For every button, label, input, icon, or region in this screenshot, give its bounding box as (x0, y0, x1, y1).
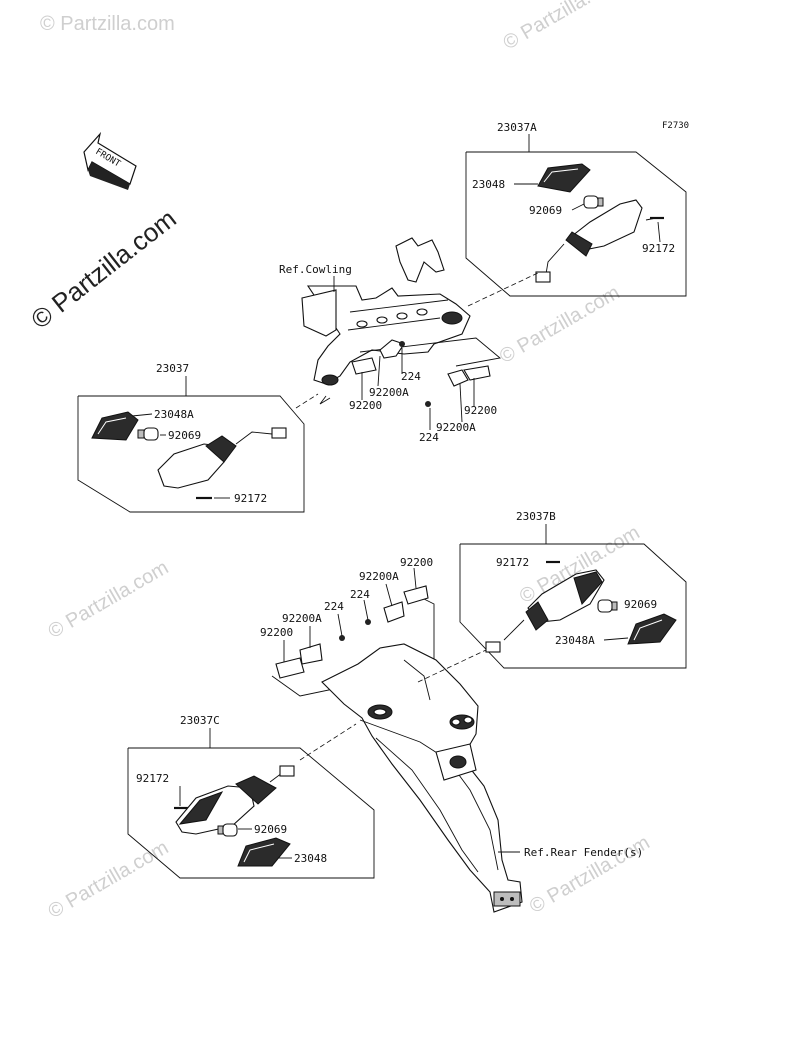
watermarks: © Partzilla.com © Partzilla.com © Partzi… (25, 0, 653, 923)
watermark: © Partzilla.com (500, 0, 628, 54)
part-label-92200: 92200 (260, 626, 293, 639)
rear-bracket-small-parts (271, 567, 435, 697)
bulb-icon (597, 599, 618, 613)
part-label-92069: 92069 (624, 598, 657, 611)
turn-signal-icon (175, 765, 295, 835)
part-label-92172: 92172 (642, 242, 675, 255)
part-label-23037A: 23037A (497, 121, 537, 134)
part-label-23048: 23048 (472, 178, 505, 191)
part-label-23048A: 23048A (154, 408, 194, 421)
lens-icon (537, 163, 591, 193)
part-label-23037: 23037 (156, 362, 189, 375)
watermark: © Partzilla.com (40, 13, 175, 35)
bulb-icon (583, 195, 604, 209)
watermark: © Partzilla.com (45, 557, 173, 643)
ref-cowling-label: Ref.Cowling (279, 263, 352, 276)
part-label-92200A: 92200A (282, 612, 322, 625)
part-label-92172: 92172 (136, 772, 169, 785)
bulb-icon (137, 427, 159, 441)
part-label-92200: 92200 (464, 404, 497, 417)
part-label-23048: 23048 (294, 852, 327, 865)
part-label-92069: 92069 (168, 429, 201, 442)
part-label-92172: 92172 (234, 492, 267, 505)
turn-signal-icon (535, 199, 643, 283)
part-label-23037C: 23037C (180, 714, 220, 727)
part-label-224: 224 (324, 600, 344, 613)
watermark: © Partzilla.com (526, 832, 654, 918)
brand-watermark: © Partzilla.com (25, 203, 182, 335)
front-bracket-small-parts (351, 337, 502, 430)
part-label-224: 224 (350, 588, 370, 601)
part-label-92172: 92172 (496, 556, 529, 569)
part-label-92200: 92200 (400, 556, 433, 569)
ref-rear-fender-label: Ref.Rear Fender(s) (524, 846, 643, 859)
bulb-icon (217, 823, 238, 837)
part-label-92069: 92069 (254, 823, 287, 836)
part-label-92200A: 92200A (436, 421, 476, 434)
part-label-92200A: 92200A (369, 386, 409, 399)
figure-id: F2730 (662, 121, 689, 131)
assembly-23037B: 23037B 92172 92069 23048A (459, 510, 687, 669)
assembly-23037: 23037 23048A 92069 92172 (77, 362, 305, 513)
rear-fender-icon (321, 643, 523, 913)
assembly-23037A: 23037A 23048 92069 92172 (465, 121, 687, 297)
lens-icon (237, 837, 291, 867)
lens-icon (91, 411, 139, 441)
front-arrow-icon: FRONT (83, 131, 137, 190)
part-label-224: 224 (401, 370, 421, 383)
lens-icon (627, 613, 677, 645)
part-label-92200: 92200 (349, 399, 382, 412)
part-label-92200A: 92200A (359, 570, 399, 583)
part-label-92069: 92069 (529, 204, 562, 217)
watermark: © Partzilla.com (496, 282, 624, 368)
part-label-23048A: 23048A (555, 634, 595, 647)
front-bracket-icon (301, 237, 471, 405)
watermark: © Partzilla.com (45, 837, 173, 923)
turn-signal-icon (485, 569, 605, 653)
part-label-23037B: 23037B (516, 510, 556, 523)
part-label-224: 224 (419, 431, 439, 444)
assembly-23037C: 23037C 92172 92069 23048 (127, 714, 375, 879)
turn-signal-icon (157, 427, 287, 489)
